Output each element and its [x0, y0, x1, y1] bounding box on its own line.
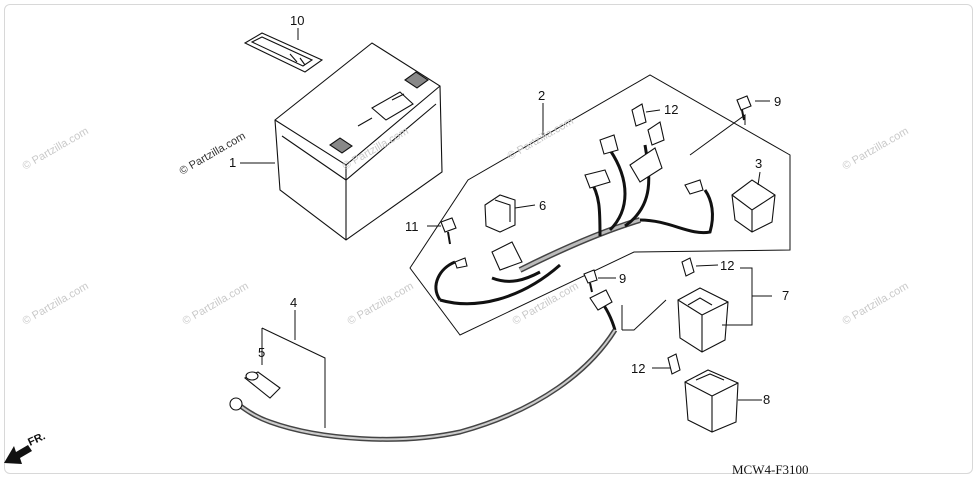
bolt-icon: [583, 269, 598, 293]
fuse-icon: [631, 103, 647, 127]
battery-cable-icon: [229, 289, 618, 442]
front-marker: FR.: [26, 430, 47, 448]
wire-harness-icon: [434, 121, 714, 306]
fuse-icon: [667, 353, 681, 375]
part-code: MCW4-F3100: [732, 462, 809, 477]
harness-outline: [409, 74, 791, 336]
watermark: © Partzilla.com: [346, 280, 416, 327]
callout-label: 4: [290, 295, 297, 310]
battery-icon: [274, 42, 443, 241]
watermark: © Partzilla.com: [511, 280, 581, 327]
watermark: © Partzilla.com: [21, 125, 91, 172]
callout-label: 3: [755, 156, 762, 171]
callout-label: 10: [290, 13, 304, 28]
terminal-cover-icon: [484, 194, 516, 233]
callout-label: 8: [763, 392, 770, 407]
callout-label: 11: [405, 219, 419, 234]
watermark: © Partzilla.com: [178, 130, 248, 177]
watermark: © Partzilla.com: [841, 280, 911, 327]
callout-label: 6: [539, 198, 546, 213]
callout-label: 9: [774, 94, 781, 109]
front-arrow-icon: [4, 445, 32, 464]
bolt-icon: [736, 95, 752, 121]
watermark: © Partzilla.com: [841, 125, 911, 172]
callout-label: 12: [631, 361, 645, 376]
callout-label: 12: [664, 102, 678, 117]
bolt-icon: [440, 217, 457, 245]
callout-label: 1: [229, 155, 236, 170]
watermark: © Partzilla.com: [21, 280, 91, 327]
callout-label: 7: [782, 288, 789, 303]
watermark-layer: © Partzilla.com © Partzilla.com © Partzi…: [21, 115, 911, 327]
watermark: © Partzilla.com: [506, 115, 576, 162]
terminal-cap-icon: [243, 371, 281, 399]
battery-band-icon: [243, 32, 324, 73]
callout-label: 9: [619, 271, 626, 286]
fuse-box-icon: [684, 369, 739, 433]
starter-relay-icon: [677, 287, 729, 353]
callout-label: 2: [538, 88, 545, 103]
fuse-icon: [681, 257, 695, 277]
relay-cover-icon: [731, 179, 776, 233]
diagram-frame: [4, 4, 973, 474]
callout-label: 5: [258, 345, 265, 360]
watermark: © Partzilla.com: [181, 280, 251, 327]
callout-label: 12: [720, 258, 734, 273]
